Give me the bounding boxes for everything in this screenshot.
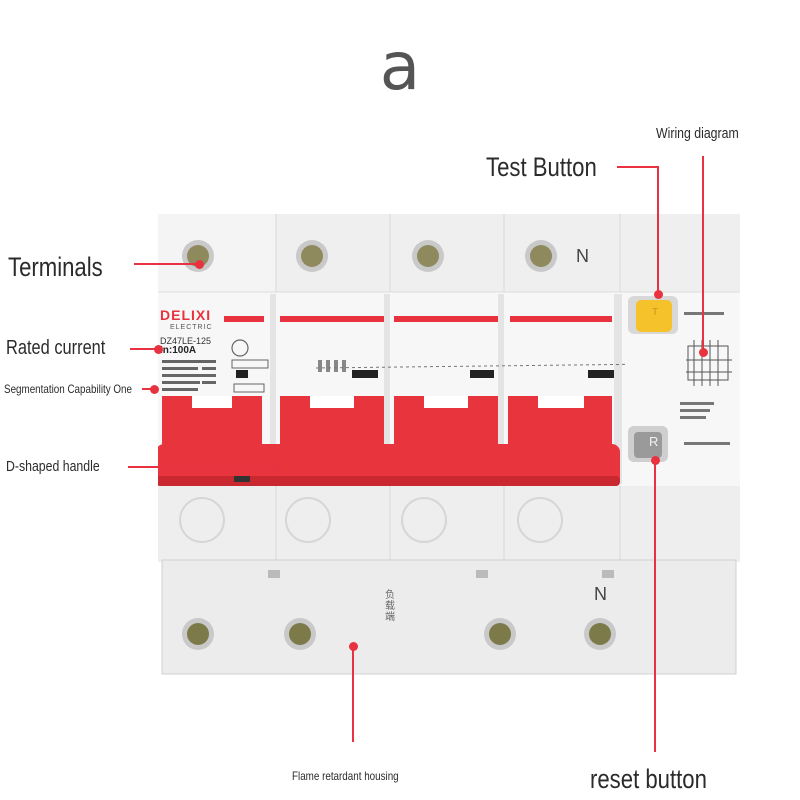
label-reset-button: reset button	[590, 764, 707, 794]
housing-dot	[348, 641, 358, 651]
test-dot	[653, 289, 663, 299]
reset-key-letter: R	[649, 434, 659, 449]
terminals-dot	[194, 259, 204, 269]
handle-dot	[272, 462, 282, 472]
neutral-mark-top: N	[576, 246, 589, 266]
segmentation-dot	[149, 384, 159, 394]
label-flame-retardant-housing: Flame retardant housing	[292, 769, 399, 783]
figure-letter: a	[379, 28, 421, 105]
wiring-dot	[698, 347, 708, 357]
label-terminals: Terminals	[8, 252, 103, 282]
model-number: DZ47LE-125	[160, 336, 212, 346]
rated-current-dot	[153, 344, 163, 354]
test-leader-h	[617, 166, 659, 168]
label-test-button: Test Button	[486, 152, 597, 182]
reset-dot	[650, 455, 660, 465]
test-key-letter: T	[652, 307, 659, 318]
label-rated-current: Rated current	[6, 337, 106, 359]
neutral-mark-bottom: N	[594, 584, 607, 604]
label-wiring-diagram: Wiring diagram	[656, 125, 739, 142]
handle-leader	[128, 466, 278, 468]
label-segmentation: Segmentation Capability One	[4, 382, 132, 396]
load-side-text: 负载端	[385, 590, 395, 623]
terminals-leader	[134, 263, 200, 265]
rated-current-leader	[130, 348, 160, 350]
brand-logo: DELIXI	[160, 307, 212, 323]
test-leader-v	[657, 166, 659, 294]
reset-leader	[654, 460, 656, 752]
label-d-shaped-handle: D-shaped handle	[6, 458, 100, 475]
rating-text: In:100A	[160, 345, 197, 356]
brand-sub: ELECTRIC	[170, 324, 213, 331]
wiring-leader	[702, 156, 704, 352]
circuit-breaker-illustration	[158, 214, 740, 675]
segmentation-leader	[142, 388, 156, 390]
housing-leader	[352, 646, 354, 742]
